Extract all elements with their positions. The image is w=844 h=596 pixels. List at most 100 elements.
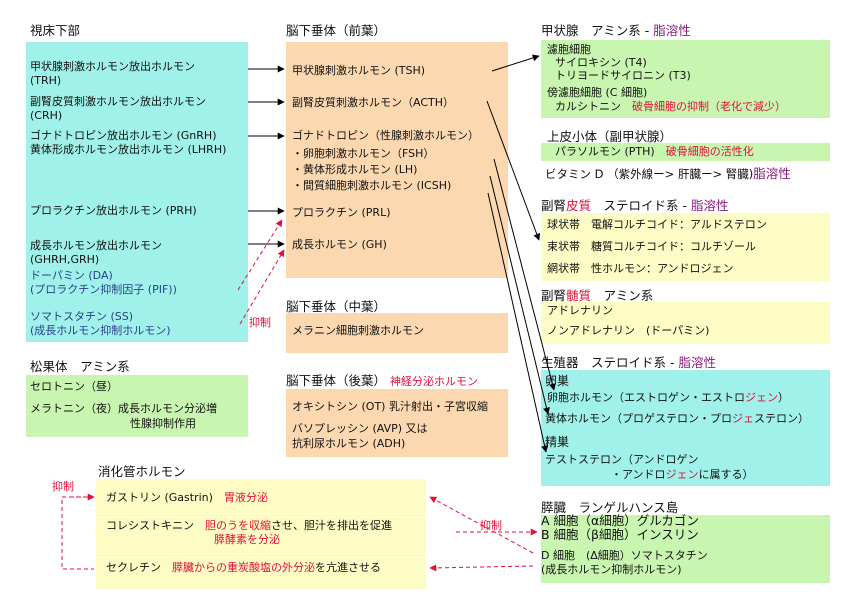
prh-line: プロラクチン放出ホルモン (PRH) bbox=[30, 204, 197, 217]
alpha-cell-line: A 細胞（α細胞）グルカゴン bbox=[541, 513, 699, 528]
crh-line1: 副腎皮質刺激ホルモン放出ホルモン bbox=[30, 95, 206, 108]
androgen-c: に属する） bbox=[698, 468, 754, 481]
t4-line: サイロキシン (T4) bbox=[555, 56, 647, 69]
trh-line2: (TRH) bbox=[30, 74, 62, 87]
estrogen-b: ジェン bbox=[745, 391, 778, 404]
androgen-line: ・アンドロジェンに属する） bbox=[611, 468, 754, 482]
estrogen-c: ） bbox=[778, 391, 789, 404]
thyroid-title: 甲状腺 アミン系 - 脂溶性 bbox=[541, 20, 691, 39]
msh-line: メラニン細胞刺激ホルモン bbox=[292, 324, 424, 337]
zona-reticularis-line: 網状帯 性ホルモン：アンドロジェン bbox=[547, 262, 734, 275]
secretin-name: セクレチン bbox=[106, 561, 161, 574]
adrenal-cortex-title-a: 副腎 bbox=[541, 198, 567, 213]
gnrh-line1: ゴナドトロピン放出ホルモン (GnRH) bbox=[30, 129, 217, 142]
adrenal-medulla-title-b: 髄質 bbox=[566, 288, 592, 303]
posterior-title-main: 脳下垂体（後葉） bbox=[286, 373, 387, 388]
ss-line2: (成長ホルモン抑制ホルモン) bbox=[30, 324, 171, 337]
cck-name: コレシストキニン bbox=[106, 519, 194, 532]
zona-glomerulosa-line: 球状帯 電解コルチコイド：アルドステロン bbox=[547, 218, 767, 231]
secretin-line: セクレチン 膵臓からの重炭酸塩の外分泌を亢進させる bbox=[106, 561, 381, 575]
adrenal-cortex-title-b: 皮質 bbox=[566, 198, 592, 213]
intermediate-pituitary-title: 脳下垂体（中葉） bbox=[286, 299, 387, 314]
cck-note-b: させ、胆汁を排出を促進 bbox=[271, 519, 392, 532]
oxytocin-line: オキシトシン (OT) 乳汁射出・子宮収縮 bbox=[292, 400, 488, 413]
ghrh-line1: 成長ホルモン放出ホルモン bbox=[30, 239, 162, 252]
ovary-line: 卵巣 bbox=[545, 374, 570, 388]
adrenal-medulla-box: アドレナリン ノンアドレナリン (ドーパミン) bbox=[541, 302, 830, 344]
melatonin-line2: 性腺抑制作用 bbox=[130, 417, 196, 430]
beta-cell-line: B 細胞（β細胞）インスリン bbox=[541, 527, 699, 542]
delta-cell-line1: D 細胞 (Δ細胞）ソマトスタチン bbox=[541, 549, 708, 562]
pth-line: パラソルモン (PTH) 破骨細胞の活性化 bbox=[555, 145, 754, 159]
cck-note-c: 膵酵素を分泌 bbox=[214, 533, 280, 546]
calcitonin-note: 破骨細胞の抑制（老化で減少） bbox=[632, 100, 786, 113]
digestive-box: ガストリン (Gastrin) 胃液分泌 コレシストキニン 胆のうを収縮させ、胆… bbox=[96, 479, 426, 589]
t3-line: トリヨードサイロニン (T3) bbox=[555, 69, 691, 82]
pineal-box: セロトニン（昼） メラトニン（夜）成長ホルモン分泌増 性腺抑制作用 bbox=[26, 375, 248, 437]
vitamin-d-tag: 脂溶性 bbox=[753, 166, 791, 181]
avp-line2: 抗利尿ホルモン (ADH) bbox=[292, 437, 406, 450]
digestive-title: 消化管ホルモン bbox=[98, 464, 186, 479]
adrenal-cortex-title: 副腎皮質 ステロイド系 - 脂溶性 bbox=[541, 195, 729, 214]
gh-line: 成長ホルモン (GH) bbox=[292, 238, 387, 251]
inhibit-label-gastrin: 抑制 bbox=[52, 480, 74, 493]
follicle-line: 濾胞細胞 bbox=[547, 43, 591, 56]
inhibit-label-pancreas: 抑制 bbox=[480, 519, 502, 532]
thyroid-title-main: 甲状腺 アミン系 - bbox=[541, 23, 654, 38]
da-line2: (プロラクチン抑制因子 (PIF)) bbox=[30, 283, 177, 296]
delta-cell-line2: (成長ホルモン抑制ホルモン) bbox=[541, 563, 682, 576]
melatonin-line1: メラトニン（夜）成長ホルモン分泌増 bbox=[30, 402, 217, 415]
pineal-title: 松果体 アミン系 bbox=[30, 359, 130, 374]
fsh-line: ・卵胞刺激ホルモン（FSH） bbox=[292, 147, 435, 160]
testis-line: 精巣 bbox=[545, 435, 570, 449]
parafollicular-line: 傍濾胞細胞 (C 細胞) bbox=[547, 86, 648, 99]
posterior-pituitary-box: オキシトシン (OT) 乳汁射出・子宮収縮 バソプレッシン (AVP) 又は 抗… bbox=[286, 389, 508, 457]
icsh-line: ・間質細胞刺激ホルモン (ICSH) bbox=[292, 179, 452, 192]
calcitonin-line: カルシトニン 破骨細胞の抑制（老化で減少） bbox=[555, 100, 786, 114]
progesterone-b: ジェ bbox=[732, 412, 754, 425]
estrogen-line: 卵胞ホルモン（エストロゲン・エストロジェン） bbox=[547, 391, 789, 405]
hypothalamus-box: 甲状腺刺激ホルモン放出ホルモン (TRH) 副腎皮質刺激ホルモン放出ホルモン (… bbox=[26, 42, 248, 342]
androgen-b: ジェン bbox=[665, 468, 699, 481]
adrenaline-line: アドレナリン bbox=[547, 304, 613, 317]
secretin-note-a: 膵臓からの重炭酸塩の外分泌 bbox=[172, 561, 315, 574]
trh-line1: 甲状腺刺激ホルモン放出ホルモン bbox=[30, 60, 195, 73]
lh-line: ・黄体形成ホルモン (LH) bbox=[292, 163, 418, 176]
cck-note-a: 胆のうを収縮 bbox=[205, 519, 271, 532]
progesterone-line: 黄体ホルモン（プロゲステロン・プロジェステロン） bbox=[545, 412, 809, 426]
crh-line2: (CRH) bbox=[30, 109, 63, 122]
parathyroid-box: パラソルモン (PTH) 破骨細胞の活性化 bbox=[541, 143, 830, 161]
gonads-title-main: 生殖器 ステロイド系 - bbox=[541, 355, 679, 370]
inhibit-arrow-gastrin-loop bbox=[61, 496, 94, 570]
adrenal-medulla-title-a: 副腎 bbox=[541, 288, 567, 303]
acth-line: 副腎皮質刺激ホルモン（ACTH） bbox=[292, 96, 455, 109]
digestive-separator-2 bbox=[96, 553, 426, 554]
adrenal-cortex-box: 球状帯 電解コルチコイド：アルドステロン 束状帯 糖質コルチコイド：コルチゾール… bbox=[541, 213, 830, 281]
digestive-separator-1 bbox=[96, 513, 426, 514]
tsh-line: 甲状腺刺激ホルモン (TSH) bbox=[292, 64, 426, 77]
posterior-title-note: 神経分泌ホルモン bbox=[390, 375, 478, 388]
secretin-note-b: を亢進させる bbox=[315, 561, 381, 574]
da-line1: ドーパミン (DA) bbox=[30, 269, 113, 282]
serotonin-line: セロトニン（昼） bbox=[30, 380, 118, 393]
gonads-box: 卵巣 卵胞ホルモン（エストロゲン・エストロジェン） 黄体ホルモン（プロゲステロン… bbox=[541, 370, 830, 486]
androgen-a: ・アンドロ bbox=[611, 468, 666, 481]
thyroid-title-tag: 脂溶性 bbox=[653, 23, 691, 38]
pth-note: 破骨細胞の活性化 bbox=[665, 145, 754, 158]
avp-line1: バソプレッシン (AVP) 又は bbox=[292, 422, 428, 435]
prl-line: プロラクチン (PRL) bbox=[292, 206, 391, 219]
pancreas-box: A 細胞（α細胞）グルカゴン B 細胞（β細胞）インスリン D 細胞 (Δ細胞）… bbox=[541, 513, 830, 583]
pancreas-title: 膵臓 ランゲルハンス島 bbox=[541, 500, 679, 515]
estrogen-a: 卵胞ホルモン（エストロゲン・エストロ bbox=[547, 391, 745, 404]
posterior-pituitary-title: 脳下垂体（後葉） 神経分泌ホルモン bbox=[286, 370, 478, 389]
adrenal-cortex-title-c: ステロイド系 - bbox=[591, 198, 691, 213]
inhibit-arrow-pancreas-secretin bbox=[429, 564, 534, 572]
anterior-pituitary-title: 脳下垂体（前葉） bbox=[286, 23, 387, 38]
calcitonin-name: カルシトニン bbox=[555, 100, 621, 113]
gonads-title-tag: 脂溶性 bbox=[678, 355, 716, 370]
testosterone-line: テストステロン（アンドロゲン bbox=[545, 453, 699, 466]
inhibit-label-hypothalamus: 抑制 bbox=[249, 316, 271, 329]
anterior-pituitary-box: 甲状腺刺激ホルモン (TSH) 副腎皮質刺激ホルモン（ACTH） ゴナドトロピン… bbox=[286, 42, 508, 278]
gonadotropin-line: ゴナドトロピン（性腺刺激ホルモン） bbox=[292, 129, 479, 142]
gonads-title: 生殖器 ステロイド系 - 脂溶性 bbox=[541, 352, 716, 371]
